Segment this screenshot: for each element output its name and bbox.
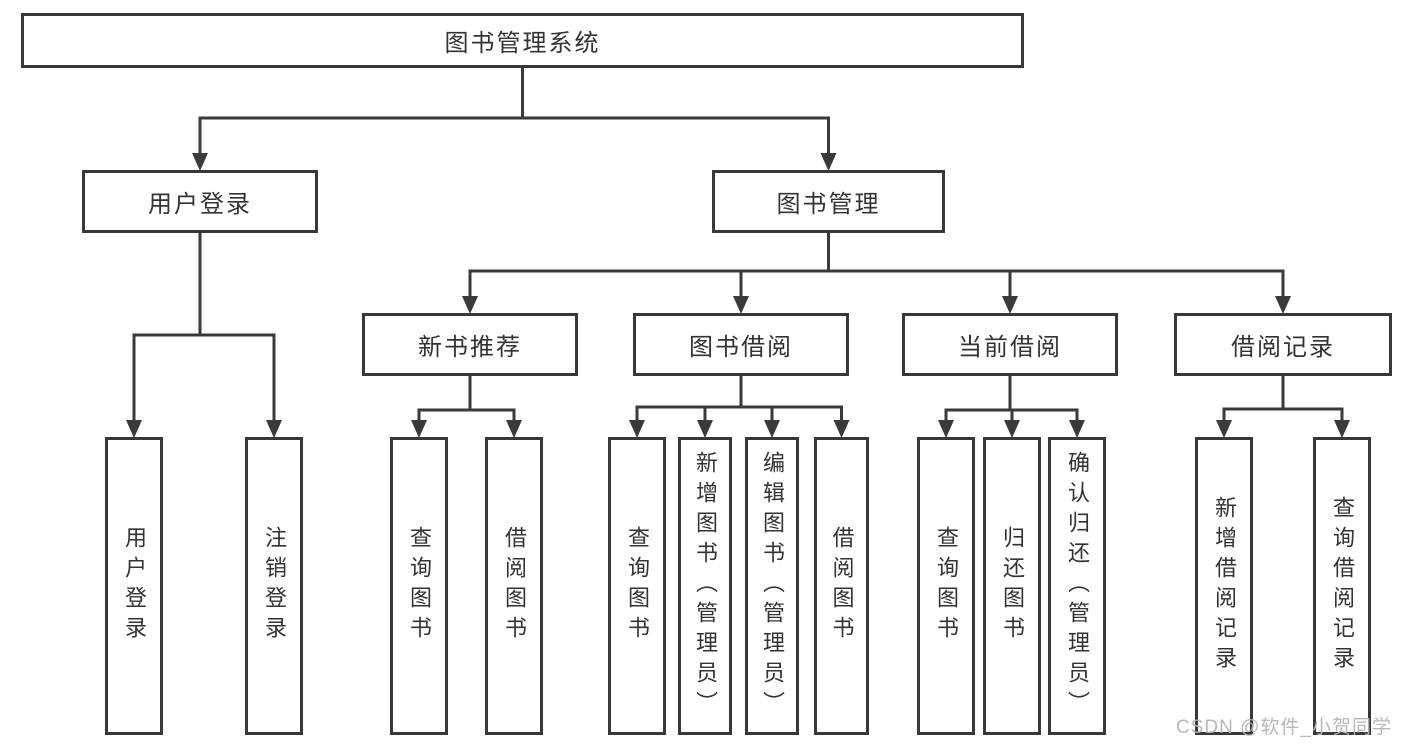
node-root: 图书管理系统 [21, 13, 1024, 68]
watermark: CSDN @软件_小贺同学 [1176, 717, 1392, 738]
node-label-nbr-borrow-books: 借阅图书 [502, 526, 527, 646]
node-new-book-recommend: 新书推荐 [362, 313, 578, 376]
node-label-login-user: 用户登录 [122, 526, 147, 646]
node-label-logout-user: 注销登录 [262, 526, 287, 646]
node-cb-confirm-return-admin: 确认归还（管理员） [1048, 437, 1106, 735]
node-bb-query-books: 查询图书 [608, 437, 666, 735]
node-label-borrowing-records: 借阅记录 [1231, 334, 1335, 361]
node-current-borrowing: 当前借阅 [902, 313, 1118, 376]
node-label-cb-return-books: 归还图书 [1000, 526, 1025, 646]
node-bb-add-books-admin: 新增图书（管理员） [678, 437, 732, 735]
node-cb-query-books: 查询图书 [917, 437, 975, 735]
node-label-br-add-record: 新增借阅记录 [1212, 496, 1237, 676]
node-nbr-query-books: 查询图书 [390, 437, 448, 735]
node-nbr-borrow-books: 借阅图书 [485, 437, 543, 735]
node-br-add-record: 新增借阅记录 [1195, 437, 1253, 735]
node-label-bb-add-books-admin: 新增图书（管理员） [693, 451, 718, 721]
node-label-book-management: 图书管理 [776, 191, 881, 218]
node-label-br-query-record: 查询借阅记录 [1330, 496, 1355, 676]
node-bb-edit-books-admin: 编辑图书（管理员） [745, 437, 799, 735]
node-label-bb-edit-books-admin: 编辑图书（管理员） [760, 451, 785, 721]
node-borrowing-records: 借阅记录 [1174, 313, 1392, 376]
node-label-current-borrowing: 当前借阅 [958, 334, 1062, 361]
node-book-management: 图书管理 [712, 170, 945, 233]
node-label-cb-query-books: 查询图书 [934, 526, 959, 646]
node-cb-return-books: 归还图书 [983, 437, 1041, 735]
node-label-bb-borrow-books: 借阅图书 [829, 526, 855, 646]
node-bb-borrow-books: 借阅图书 [814, 437, 869, 735]
node-label-book-borrowing: 图书借阅 [689, 334, 793, 361]
node-login-user: 用户登录 [105, 437, 163, 735]
node-br-query-record: 查询借阅记录 [1313, 437, 1371, 735]
node-label-root: 图书管理系统 [444, 30, 601, 57]
node-label-bb-query-books: 查询图书 [625, 526, 650, 646]
node-label-user-login: 用户登录 [148, 191, 252, 218]
node-user-login: 用户登录 [82, 170, 318, 233]
node-label-cb-confirm-return-admin: 确认归还（管理员） [1065, 451, 1090, 721]
node-book-borrowing: 图书借阅 [633, 313, 849, 376]
node-label-new-book-recommend: 新书推荐 [418, 334, 522, 361]
node-logout-user: 注销登录 [245, 437, 303, 735]
node-label-nbr-query-books: 查询图书 [407, 526, 432, 646]
